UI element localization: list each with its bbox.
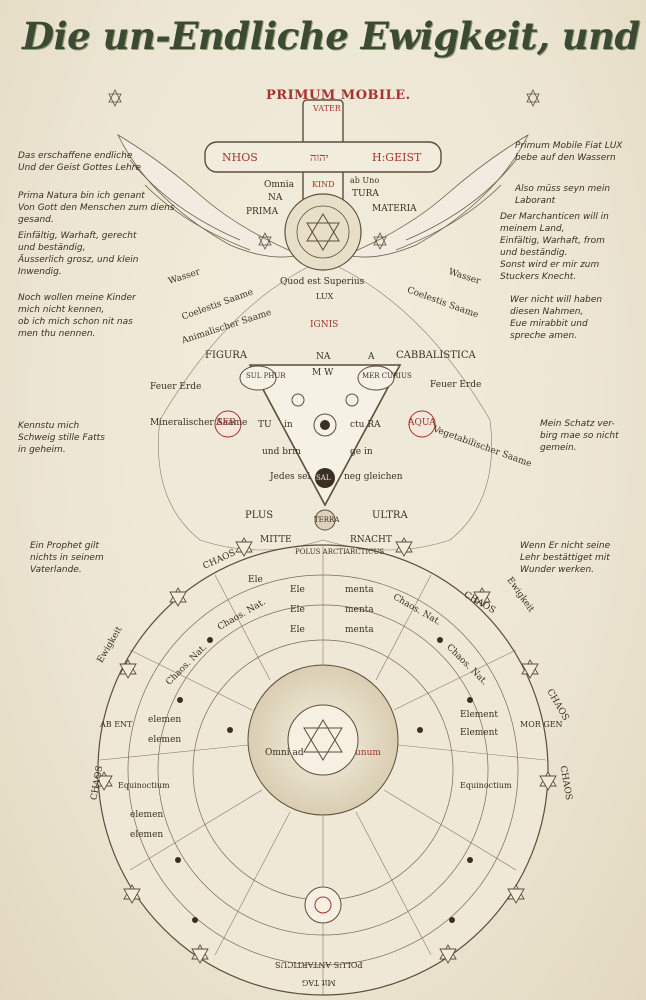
label-prima: PRIMA (246, 207, 279, 217)
zodiac-star-icon (95, 537, 557, 964)
tri-sal: SAL (316, 474, 331, 482)
central-seal-icon (284, 193, 362, 271)
label-lux: LUX (316, 292, 334, 301)
label-feuer-left: Feuer Erde (150, 382, 202, 392)
lower-articus: ARCTICUS (345, 548, 385, 556)
cross-hebrew: יהוה (310, 151, 329, 164)
label-cabbalistica: CABBALISTICA (396, 350, 476, 361)
tri-undbrin: und brin (262, 447, 301, 457)
label-feuer-right: Feuer Erde (430, 380, 482, 390)
primum-mobile-heading: PRIMUM MOBILE. (266, 88, 411, 103)
lower-ele-3: Ele (290, 605, 305, 615)
label-ignis: IGNIS (310, 320, 339, 330)
tri-aer: AER (216, 418, 236, 428)
label-na: NA (268, 193, 283, 203)
lower-elemen-1: elemen (148, 715, 182, 725)
label-figura: FIGURA (205, 350, 248, 361)
lower-omni-ad: Omni ad (265, 748, 304, 758)
tri-aqua: AQUA (408, 418, 436, 428)
lower-unum: unum (355, 748, 381, 758)
lower-abent: AB ENT (100, 720, 133, 729)
star-icon (108, 89, 540, 250)
lower-element-1: Element (460, 710, 499, 720)
lower-menta-1: menta (345, 585, 374, 595)
lower-ele-4: Ele (290, 625, 305, 635)
tri-in: in (284, 420, 293, 430)
label-quod-est: Quod est Superius (280, 277, 365, 287)
label-tura: TURA (352, 189, 379, 199)
lower-elemen-4: elemen (130, 830, 164, 840)
triangle-diagram (214, 364, 436, 531)
page-title: Die un-Endliche Ewigkeit, und Unerforsch… (22, 14, 646, 58)
tri-sulphur: SUL PHUR (246, 372, 286, 380)
tri-tu: TU (258, 420, 272, 430)
lower-elemen-2: elemen (148, 735, 182, 745)
label-omnia: Omnia (264, 180, 294, 190)
lower-wheel (97, 544, 549, 996)
tri-ultra: ULTRA (372, 510, 408, 521)
lower-elemen-3: elemen (130, 810, 164, 820)
tri-terra: TERRA (314, 516, 340, 524)
lower-mit-tag: Mit TAG (302, 978, 336, 987)
lower-mitte: MITTE (260, 535, 292, 545)
tri-jedes-sei: Jedes sei (270, 472, 311, 482)
lower-rnacht: RNACHT (350, 535, 392, 545)
lower-menta-2: menta (345, 605, 374, 615)
label-mineralischer: Mineralischer Saame (150, 418, 248, 428)
lower-ele-2: Ele (290, 585, 305, 595)
tri-plus: PLUS (245, 510, 274, 521)
tri-mw: M W (312, 368, 334, 378)
tri-mercurius: MER CURIUS (362, 372, 412, 380)
tri-neg: neg gleichen (344, 472, 403, 482)
lower-morgen: MOR GEN (520, 720, 563, 729)
lower-ele-1: Ele (248, 575, 263, 585)
cross-kind: KIND (312, 180, 335, 189)
small-star-icon (175, 637, 473, 923)
lower-equinoctium-left: Equinoctium (118, 781, 170, 790)
cross-vater: VATER (313, 104, 341, 113)
tri-na: NA (316, 352, 331, 362)
cross-nhos: NHOS (222, 151, 258, 164)
tri-a: A (368, 352, 375, 362)
lower-equinoctium-right: Equinoctium (460, 781, 512, 790)
label-materia: MATERIA (372, 204, 417, 214)
lower-polus-ant: POLUS ANTARTICUS (275, 960, 363, 969)
lower-polus-arcti: POLUS ARCTI (295, 548, 346, 556)
cross-geist: H:GEIST (372, 151, 422, 164)
tri-gein: ge in (350, 447, 373, 457)
lower-menta-3: menta (345, 625, 374, 635)
lower-element-2: Element (460, 728, 499, 738)
tri-ctura: ctu RA (350, 420, 381, 430)
label-ab-uno: ab Uno (350, 176, 380, 185)
